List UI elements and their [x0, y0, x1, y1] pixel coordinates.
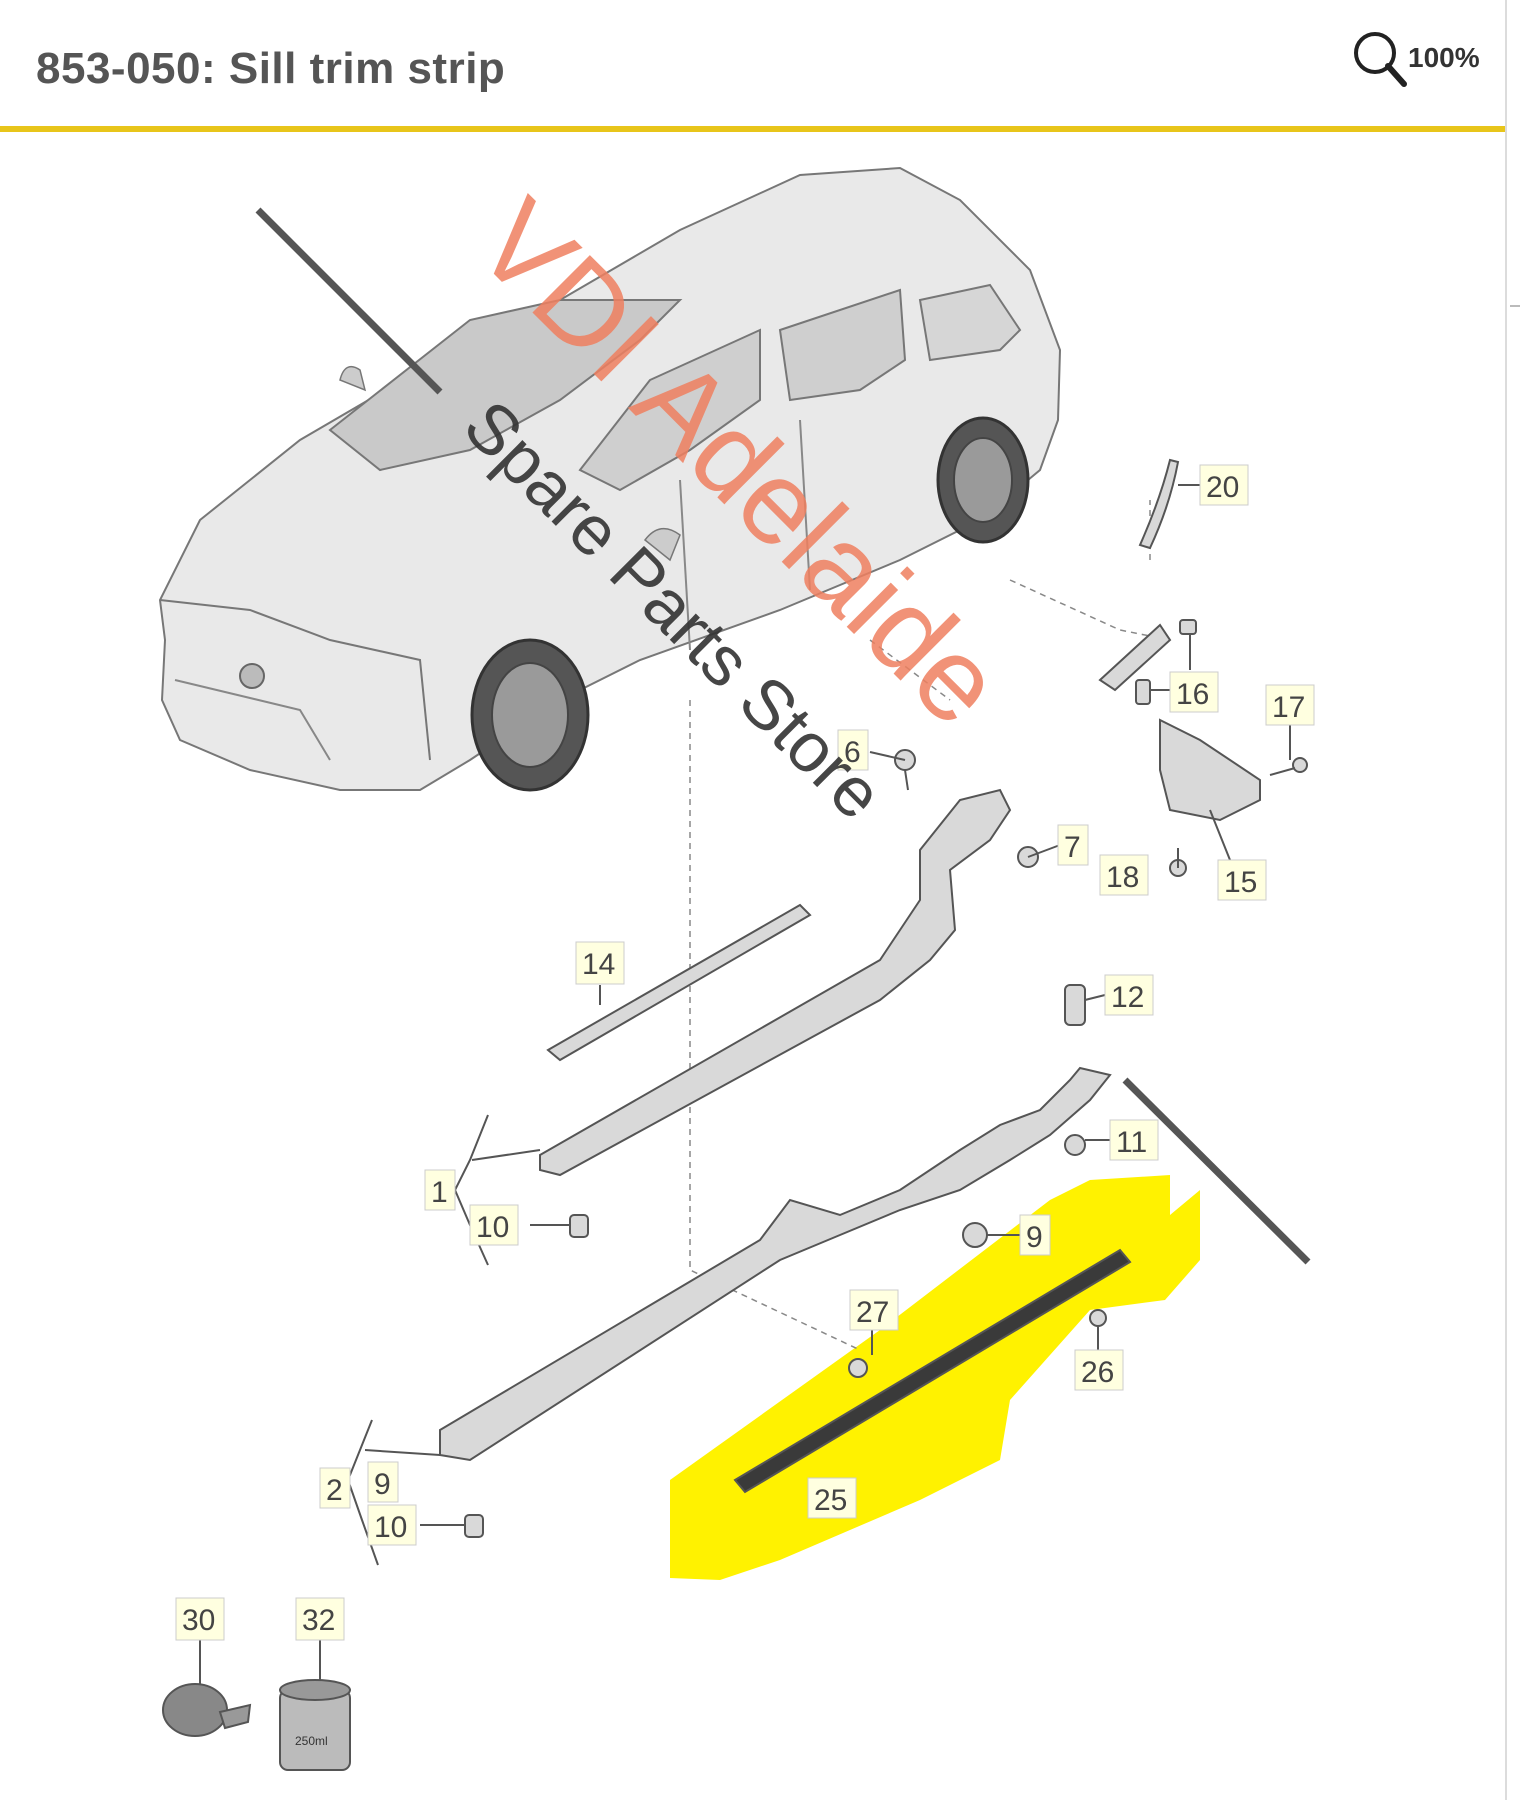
car-illustration: [158, 166, 1062, 792]
callout-12[interactable]: 12: [1104, 974, 1154, 1016]
callout-label: 25: [814, 1484, 847, 1517]
watermark-bar: [1122, 1077, 1311, 1265]
callout-label: 16: [1176, 678, 1209, 711]
part-16-clip: [1135, 619, 1197, 705]
callout-14[interactable]: 14: [575, 941, 625, 985]
part-14-strip: [546, 903, 812, 1062]
callout-7[interactable]: 7: [1057, 824, 1089, 866]
callout-label: 32: [302, 1604, 335, 1637]
part-1-sill-panel: [539, 788, 1012, 1177]
callout-11[interactable]: 11: [1109, 1119, 1159, 1161]
part-17-screw: [1269, 757, 1308, 776]
part-upper-bracket: [1098, 623, 1172, 692]
part-26-screw: [1089, 1309, 1107, 1327]
callout-17[interactable]: 17: [1265, 684, 1315, 726]
part-27-screw: [848, 1358, 868, 1378]
part-2-sill-panel: [439, 1066, 1112, 1462]
callout-label: 9: [374, 1468, 391, 1501]
callout-label: 30: [182, 1604, 215, 1637]
callout-label: 10: [374, 1511, 407, 1544]
callout-26[interactable]: 26: [1074, 1349, 1124, 1391]
callout-10-upper[interactable]: 10: [469, 1204, 519, 1246]
callout-label: 15: [1224, 866, 1257, 899]
magnifier-icon: [1354, 32, 1407, 87]
part-20-trim: [1138, 458, 1180, 550]
callout-2[interactable]: 2: [319, 1467, 351, 1509]
callout-20[interactable]: 20: [1199, 464, 1249, 506]
callout-label: 20: [1206, 471, 1239, 504]
callout-30[interactable]: 30: [175, 1597, 225, 1641]
callout-label: 6: [844, 736, 861, 769]
watermark-bar: [255, 207, 443, 395]
part-10-clip: [464, 1214, 589, 1538]
diagram-header: 853-050: Sill trim strip 100%: [0, 0, 1505, 132]
leader-line: [471, 1149, 541, 1161]
dashed-guide: [1009, 579, 1171, 641]
callout-label: 10: [476, 1211, 509, 1244]
part-12-clip: [1064, 984, 1086, 1026]
callout-label: 1: [431, 1176, 448, 1209]
header-rule: [0, 126, 1505, 132]
callout-leaders: [199, 484, 1291, 1685]
callout-label: 9: [1026, 1221, 1043, 1254]
part-25-trim-strip: [733, 1248, 1132, 1494]
dashed-guide: [689, 700, 861, 1351]
callout-label: 2: [326, 1474, 343, 1507]
part-6-screw: [894, 749, 916, 791]
callout-16[interactable]: 16: [1169, 671, 1219, 713]
part-11-clip: [1064, 1134, 1086, 1156]
dashed-guide: [869, 639, 951, 701]
callout-label: 11: [1116, 1126, 1147, 1159]
callout-label: 26: [1081, 1356, 1114, 1389]
callout-32[interactable]: 32: [295, 1597, 345, 1641]
callout-label: 12: [1111, 981, 1144, 1014]
zoom-button[interactable]: 100%: [1350, 28, 1500, 88]
part-15-bracket: [1159, 718, 1261, 822]
part-32-can: 250ml: [279, 1679, 351, 1771]
leader-line: [364, 1449, 441, 1456]
callout-1[interactable]: 1: [424, 1169, 456, 1211]
callout-label: 14: [582, 948, 615, 981]
callout-15[interactable]: 15: [1217, 859, 1267, 901]
callout-label: 27: [856, 1296, 889, 1329]
callout-9-upper[interactable]: 9: [1019, 1214, 1051, 1256]
callout-label: 7: [1064, 831, 1081, 864]
callout-27[interactable]: 27: [849, 1289, 899, 1331]
page-title: 853-050: Sill trim strip: [36, 44, 506, 93]
callout-18[interactable]: 18: [1099, 854, 1149, 896]
callout-label: 17: [1272, 691, 1305, 724]
panel-divider: [1505, 0, 1507, 1800]
part-30-tape: [162, 1683, 252, 1737]
can-label: 250ml: [295, 1734, 328, 1748]
part-9-clip: [962, 1222, 988, 1248]
zoom-level: 100%: [1408, 42, 1480, 73]
callout-9-lower[interactable]: 9: [367, 1461, 399, 1503]
callout-25[interactable]: 25: [807, 1477, 857, 1519]
callout-10-lower[interactable]: 10: [367, 1504, 417, 1546]
callout-label: 18: [1106, 861, 1139, 894]
scroll-tick: [1510, 305, 1520, 307]
callout-6[interactable]: 6: [837, 729, 869, 771]
